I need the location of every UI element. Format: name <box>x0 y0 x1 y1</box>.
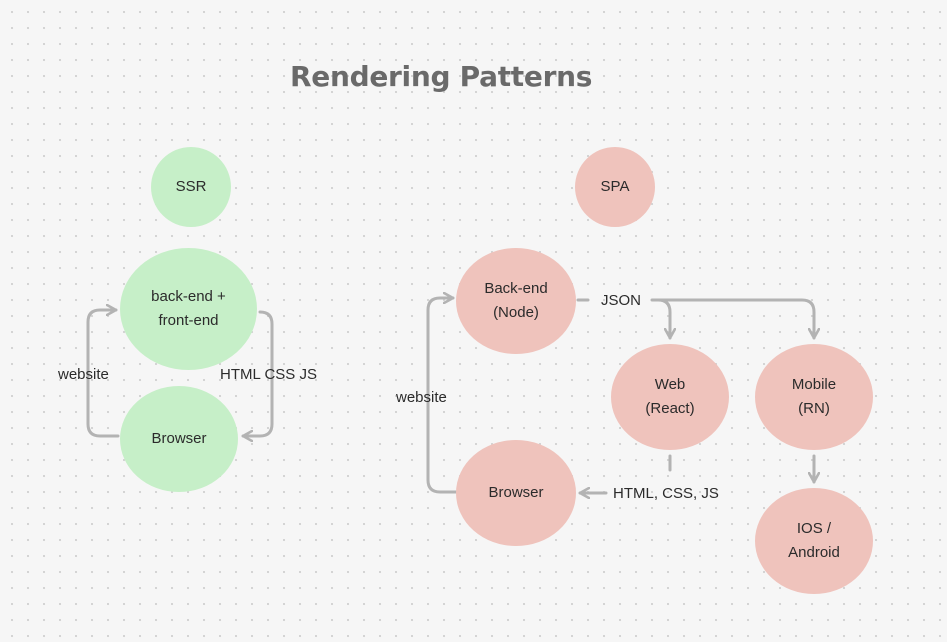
ssr-website-connector <box>86 310 120 438</box>
spa-browser-node: Browser <box>456 440 576 546</box>
spa-node: SPA <box>575 147 655 227</box>
spa-backend-node: Back-end (Node) <box>456 248 576 354</box>
spa-website-label: website <box>396 389 447 406</box>
page-title: Rendering Patterns <box>290 60 593 93</box>
spa-native-node: IOS / Android <box>755 488 873 594</box>
ssr-website-label: website <box>58 366 109 383</box>
spa-html-css-js-label: HTML, CSS, JS <box>613 485 719 502</box>
ssr-server-node: back-end + front-end <box>120 248 257 370</box>
spa-mobile-node: Mobile (RN) <box>755 344 873 450</box>
spa-web-node: Web (React) <box>611 344 729 450</box>
ssr-html-css-js-connector <box>241 310 274 436</box>
ssr-node: SSR <box>151 147 231 227</box>
spa-json-to-mobile-connector <box>656 298 814 340</box>
ssr-browser-node: Browser <box>120 386 238 492</box>
ssr-html-css-js-label: HTML CSS JS <box>220 366 317 383</box>
spa-json-label: JSON <box>601 292 642 309</box>
spa-website-connector <box>426 298 458 494</box>
spa-json-to-web-connector <box>650 298 670 340</box>
